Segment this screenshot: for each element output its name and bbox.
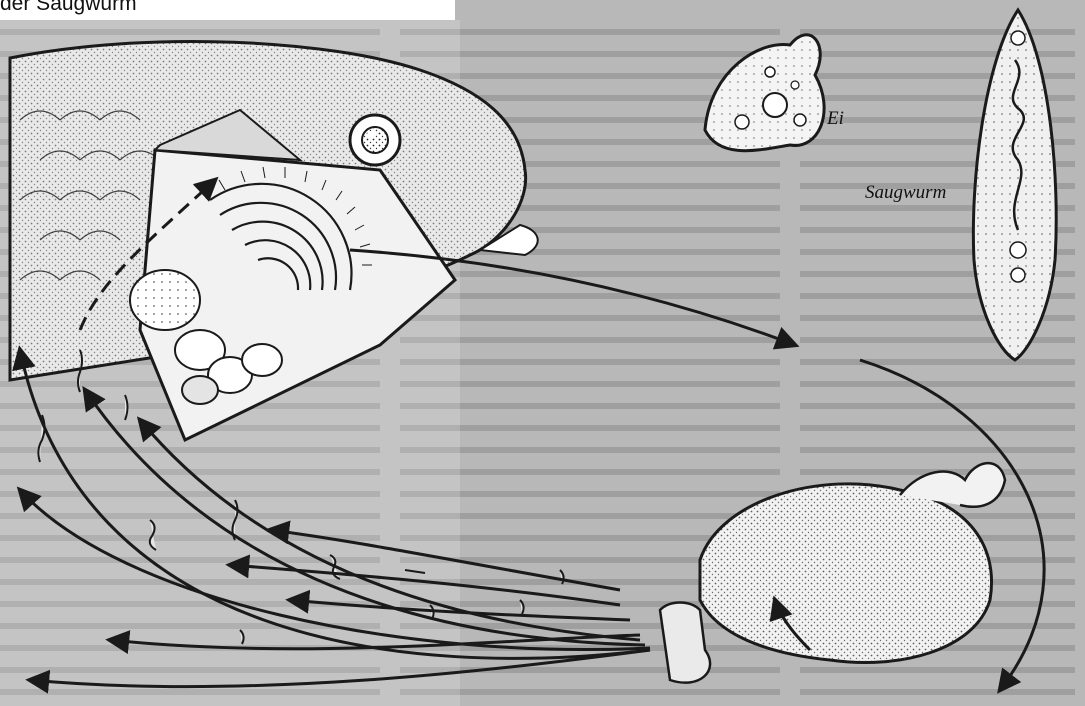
- egg-label: Ei: [827, 108, 844, 130]
- fluke-label: Saugwurm: [865, 182, 946, 204]
